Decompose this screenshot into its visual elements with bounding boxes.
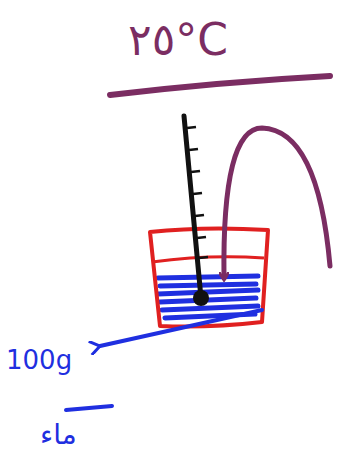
liquid-surface [152, 257, 264, 262]
substance-label: ماء [40, 418, 77, 451]
temperature-title: ٢٥°C [128, 14, 228, 65]
curved-arrow [224, 128, 330, 278]
water [158, 276, 258, 318]
pointer-arrow [100, 310, 262, 346]
mass-label: 100g [6, 345, 72, 375]
title-underline [110, 76, 330, 95]
thermometer [184, 116, 209, 306]
label-underline [66, 406, 112, 410]
